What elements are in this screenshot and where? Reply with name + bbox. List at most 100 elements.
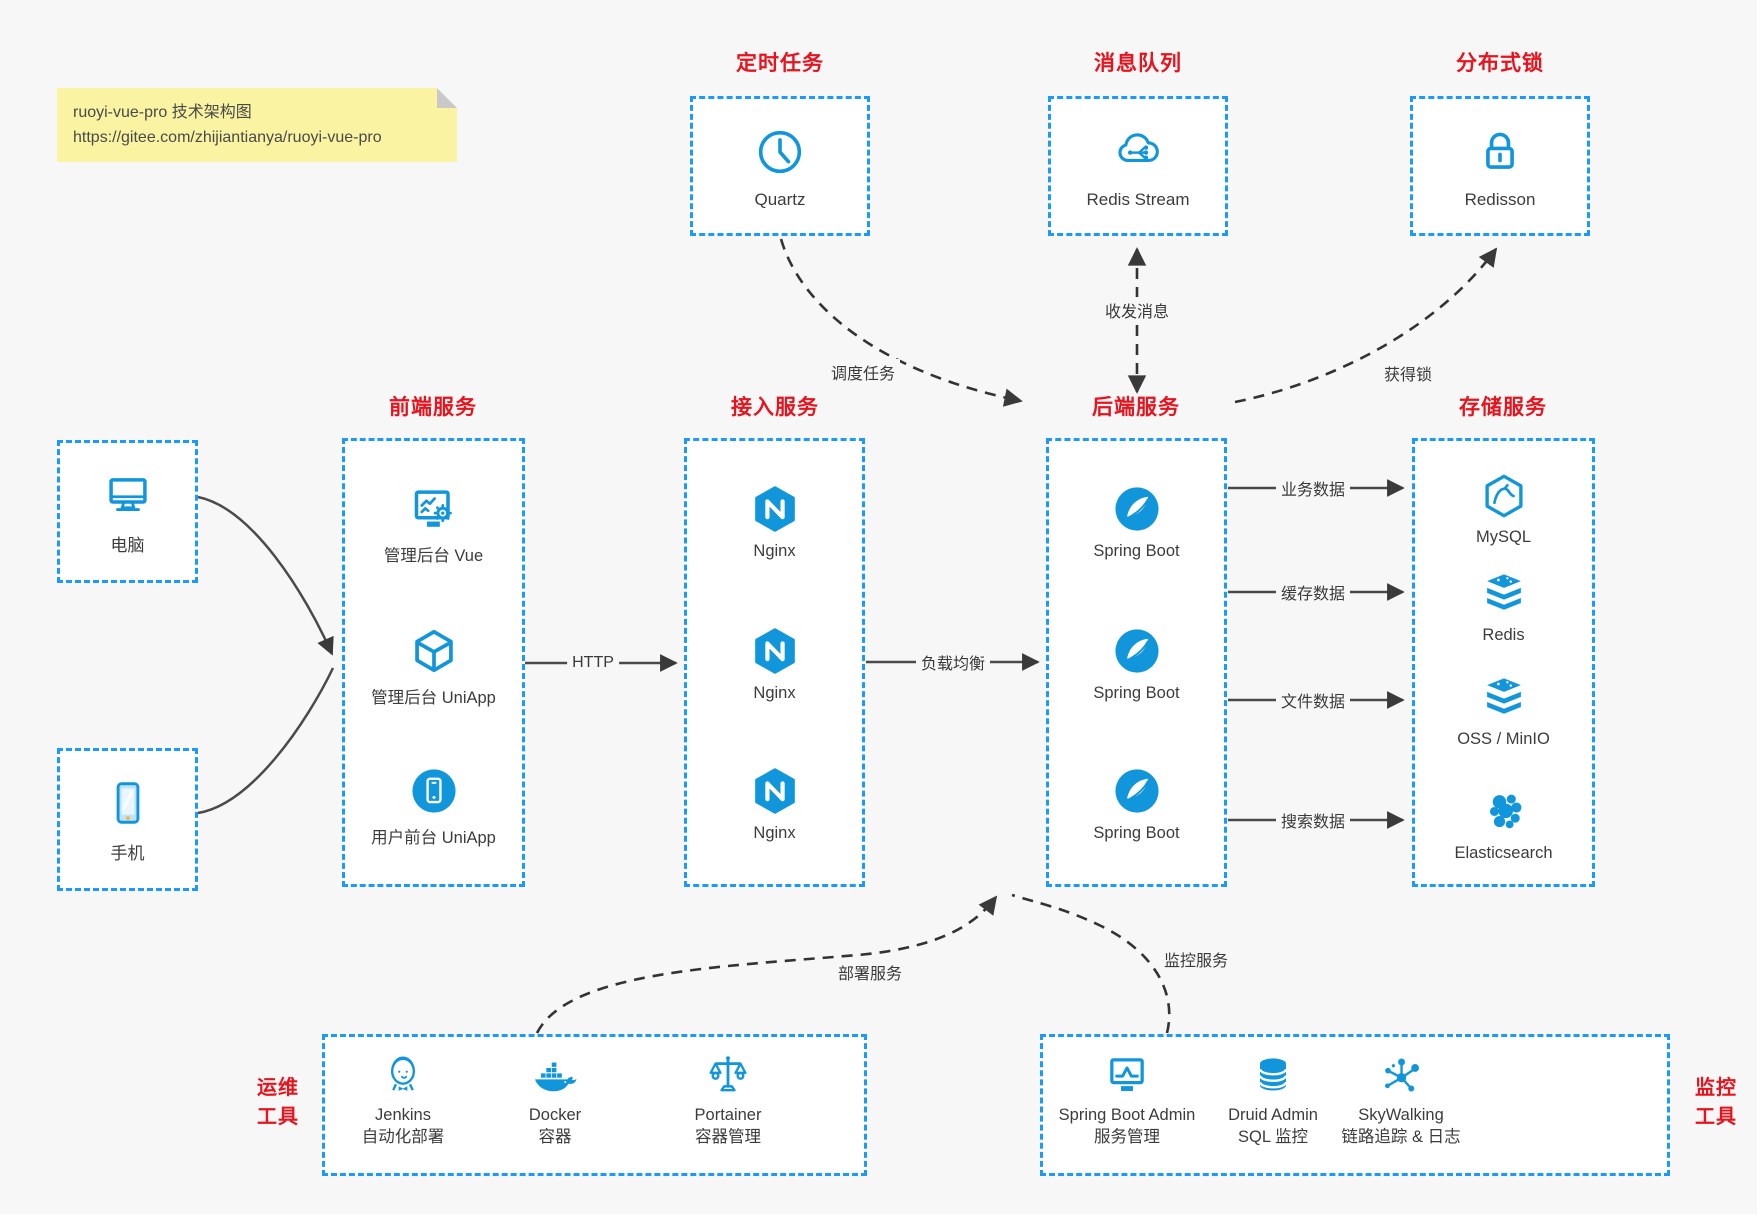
user-app-icon xyxy=(411,769,456,813)
edge-acquire-lock xyxy=(1234,247,1498,404)
node-springboot-admin: Spring Boot Admin 服务管理 xyxy=(1037,1049,1217,1148)
node-druid-admin: Druid Admin SQL 监控 xyxy=(1188,1049,1358,1148)
title-ops-tools: 运维 工具 xyxy=(257,1077,299,1128)
panel-storage: MySQL Redis OSS / MinIO xyxy=(1412,438,1595,887)
title-monitor-tools: 监控 工具 xyxy=(1695,1077,1737,1128)
edge-label-lock: 获得锁 xyxy=(1378,360,1438,386)
node-label: Quartz xyxy=(754,189,806,209)
desktop-icon xyxy=(108,478,147,511)
node-label: Nginx xyxy=(753,824,796,842)
edge-label-http: HTTP xyxy=(567,653,619,673)
node-label: 管理后台 Vue xyxy=(383,547,484,565)
mysql-icon xyxy=(1484,474,1523,518)
node-sublabel: 自动化部署 xyxy=(361,1128,445,1146)
node-springboot-2: Spring Boot xyxy=(1049,623,1224,703)
node-label: OSS / MinIO xyxy=(1457,730,1550,748)
node-label: 管理后台 UniApp xyxy=(371,689,496,707)
topology-icon xyxy=(1385,1058,1419,1092)
edge-label-file: 文件数据 xyxy=(1275,687,1351,713)
portainer-icon xyxy=(709,1056,747,1092)
edge-label-deploy: 部署服务 xyxy=(832,959,908,985)
node-oss-minio: OSS / MinIO xyxy=(1415,671,1592,749)
node-portainer: Portainer 容器管理 xyxy=(653,1049,803,1148)
node-nginx-2: Nginx xyxy=(687,623,862,703)
node-label: Spring Boot xyxy=(1093,684,1180,702)
node-elasticsearch: Elasticsearch xyxy=(1415,785,1592,863)
edge-label-monitor: 监控服务 xyxy=(1158,946,1234,972)
uniapp-cube-icon xyxy=(414,629,453,673)
redis-stack-icon xyxy=(1486,574,1521,610)
title-frontend-services: 前端服务 xyxy=(389,396,477,419)
title-message-queue: 消息队列 xyxy=(1094,52,1182,75)
node-skywalking: SkyWalking 链路追踪 & 日志 xyxy=(1316,1049,1486,1148)
nginx-icon xyxy=(754,486,795,532)
node-sublabel: 服务管理 xyxy=(1094,1128,1160,1146)
node-label: Docker xyxy=(528,1106,582,1124)
spring-icon xyxy=(1114,629,1159,673)
phone-icon xyxy=(116,782,139,824)
node-quartz: Quartz xyxy=(690,96,870,236)
storage-stack-icon xyxy=(1486,678,1521,714)
edge-label-cache: 缓存数据 xyxy=(1275,579,1351,605)
node-computer: 电脑 xyxy=(57,440,198,583)
jenkins-icon xyxy=(390,1056,416,1091)
node-label: Portainer xyxy=(694,1106,762,1124)
panel-gateway: Nginx Nginx Nginx xyxy=(684,438,865,887)
node-label: Elasticsearch xyxy=(1454,844,1553,862)
node-label: 电脑 xyxy=(110,536,145,555)
node-admin-vue: 管理后台 Vue xyxy=(345,481,522,566)
panel-backend: Spring Boot Spring Boot Spring Boot xyxy=(1046,438,1227,887)
title-scheduled-tasks: 定时任务 xyxy=(736,52,824,75)
panel-monitor-tools: Spring Boot Admin 服务管理 Druid Admin SQL 监… xyxy=(1040,1034,1670,1176)
nginx-icon xyxy=(754,628,795,674)
node-redis-stream: Redis Stream xyxy=(1048,96,1228,236)
edge-label-load-balance: 负载均衡 xyxy=(915,649,991,675)
node-jenkins: Jenkins 自动化部署 xyxy=(328,1049,478,1148)
panel-ops-tools: Jenkins 自动化部署 Docker 容器 xyxy=(322,1034,867,1176)
elasticsearch-icon xyxy=(1489,794,1521,829)
node-label: Redisson xyxy=(1464,189,1536,209)
node-label: 手机 xyxy=(110,844,145,863)
monitor-chart-icon xyxy=(1110,1058,1144,1091)
node-redis: Redis xyxy=(1415,567,1592,645)
node-label: Jenkins xyxy=(375,1106,431,1124)
node-springboot-3: Spring Boot xyxy=(1049,763,1224,843)
database-icon xyxy=(1258,1058,1288,1091)
node-mysql: MySQL xyxy=(1415,469,1592,547)
nginx-icon xyxy=(754,768,795,814)
node-nginx-3: Nginx xyxy=(687,763,862,843)
node-label: Druid Admin xyxy=(1228,1106,1318,1124)
sticky-note: ruoyi-vue-pro 技术架构图 https://gitee.com/zh… xyxy=(57,88,457,162)
panel-frontend: 管理后台 Vue 管理后台 UniApp 用户前台 UniApp xyxy=(342,438,525,887)
node-admin-uniapp: 管理后台 UniApp xyxy=(345,623,522,708)
edge-label-business: 业务数据 xyxy=(1275,475,1351,501)
edge-label-search: 搜索数据 xyxy=(1275,807,1351,833)
node-springboot-1: Spring Boot xyxy=(1049,481,1224,561)
note-url: https://gitee.com/zhijiantianya/ruoyi-vu… xyxy=(73,129,382,146)
edge-phone-to-frontend xyxy=(197,667,335,815)
edge-schedule-task xyxy=(779,238,1023,407)
title-backend-services: 后端服务 xyxy=(1092,396,1180,419)
node-label: Nginx xyxy=(753,542,796,560)
node-label: Redis xyxy=(1482,626,1525,644)
edge-deploy xyxy=(535,895,998,1034)
node-label: Redis Stream xyxy=(1086,189,1190,209)
title-distributed-lock: 分布式锁 xyxy=(1456,52,1544,75)
spring-icon xyxy=(1114,769,1159,813)
cloud-network-icon xyxy=(1118,132,1159,162)
lock-icon xyxy=(1486,132,1514,169)
edge-label-schedule: 调度任务 xyxy=(825,359,901,385)
node-docker: Docker 容器 xyxy=(480,1049,630,1148)
node-sublabel: 容器 xyxy=(538,1128,572,1146)
node-sublabel: 容器管理 xyxy=(695,1128,761,1146)
note-title: ruoyi-vue-pro 技术架构图 xyxy=(73,104,252,121)
node-sublabel: SQL 监控 xyxy=(1238,1128,1308,1146)
admin-vue-icon xyxy=(414,490,452,527)
node-label: Spring Boot xyxy=(1093,542,1180,560)
edge-monitor xyxy=(1011,893,1171,1034)
node-user-uniapp: 用户前台 UniApp xyxy=(345,763,522,848)
edge-computer-to-frontend xyxy=(197,495,334,656)
node-label: 用户前台 UniApp xyxy=(371,829,496,847)
docker-icon xyxy=(534,1062,577,1092)
